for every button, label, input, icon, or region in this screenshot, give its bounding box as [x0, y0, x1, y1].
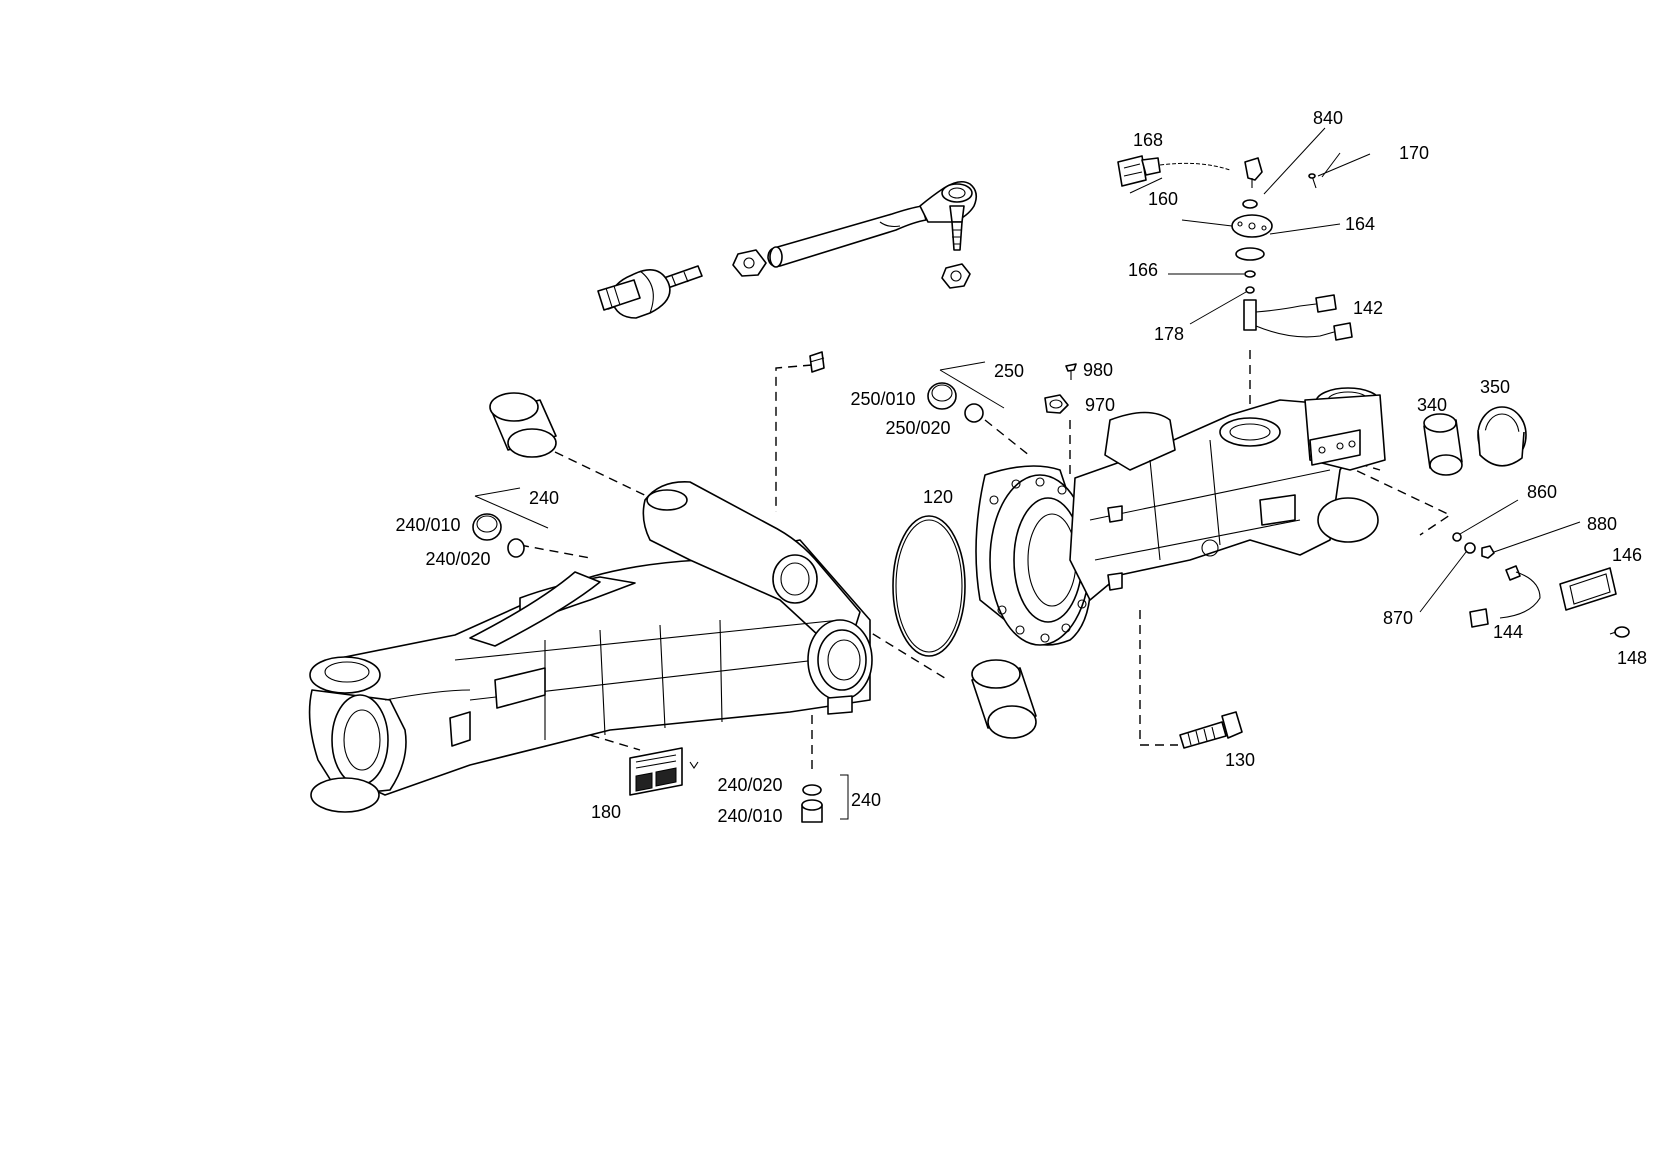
label-240-020-lower: 240/020: [717, 775, 783, 795]
label-240-020-upper: 240/020: [425, 549, 491, 569]
tie-rod-assembly: [597, 180, 978, 319]
label-166: 166: [1127, 260, 1159, 280]
label-178: 178: [1153, 324, 1185, 344]
ring-840: [1242, 199, 1258, 209]
bushing-left-upper: [489, 392, 557, 458]
label-240-lower: 240: [850, 790, 882, 810]
bushing-left-lower: [971, 659, 1037, 739]
label-148: 148: [1616, 648, 1648, 668]
label-120: 120: [922, 487, 954, 507]
grease-nipple: [809, 351, 825, 373]
nut-880: [1481, 545, 1495, 559]
label-144: 144: [1492, 622, 1524, 642]
label-870: 870: [1382, 608, 1414, 628]
screw-148: [1609, 626, 1630, 638]
screw-980: [1065, 363, 1077, 380]
label-250-020: 250/020: [885, 418, 951, 438]
sensor-142: [1243, 294, 1353, 341]
plug-240-lower: [801, 784, 823, 823]
label-168: 168: [1132, 130, 1164, 150]
washer-870: [1464, 542, 1476, 554]
ring-178: [1245, 286, 1255, 294]
screw-170: [1308, 173, 1317, 189]
o-ring-120: [892, 515, 966, 657]
bolt-130: [1179, 711, 1243, 749]
label-146: 146: [1611, 545, 1643, 565]
breather-970: [1044, 394, 1069, 414]
plug-250: [927, 382, 984, 423]
label-970: 970: [1084, 395, 1116, 415]
right-axle-housing: [975, 387, 1386, 646]
label-170: 170: [1398, 143, 1430, 163]
o-ring-164: [1235, 247, 1265, 261]
left-axle-housing: [308, 481, 873, 813]
cover-146: [1559, 567, 1617, 611]
ring-860: [1452, 532, 1462, 542]
plug-240-upper: [472, 513, 525, 558]
label-164: 164: [1344, 214, 1376, 234]
name-plate-180: [629, 747, 699, 796]
label-350: 350: [1479, 377, 1511, 397]
label-240-010-upper: 240/010: [395, 515, 461, 535]
cover-160: [1231, 214, 1273, 238]
label-250-010: 250/010: [850, 389, 916, 409]
label-142: 142: [1352, 298, 1384, 318]
label-880: 880: [1586, 514, 1618, 534]
label-840: 840: [1312, 108, 1344, 128]
label-180: 180: [590, 802, 622, 822]
label-980: 980: [1082, 360, 1114, 380]
label-240-upper: 240: [528, 488, 560, 508]
label-340: 340: [1416, 395, 1448, 415]
leader-lines: [474, 127, 1581, 820]
label-240-010-lower: 240/010: [717, 806, 783, 826]
label-250: 250: [993, 361, 1025, 381]
sensor-168-assembly: [1117, 155, 1263, 188]
bushing-340: [1423, 413, 1463, 476]
label-130: 130: [1224, 750, 1256, 770]
sensor-144: [1469, 565, 1541, 628]
seal-350: [1477, 406, 1527, 467]
label-160: 160: [1147, 189, 1179, 209]
label-860: 860: [1526, 482, 1558, 502]
ring-166: [1244, 270, 1256, 278]
